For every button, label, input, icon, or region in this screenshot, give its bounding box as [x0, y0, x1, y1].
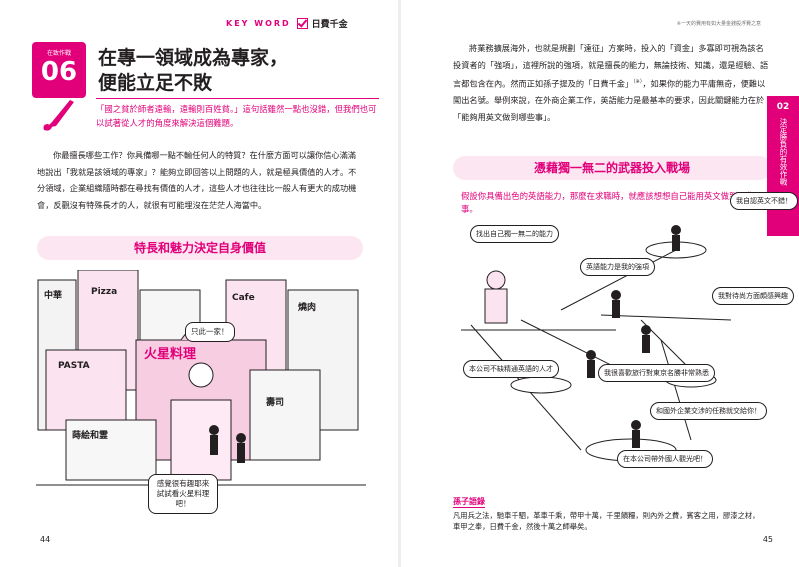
bubble-find-unique-ability: 找出自己獨一無二的能力: [470, 225, 559, 243]
page-number-right: 45: [762, 535, 773, 544]
restaurant-street-illustration: 中華 Pizza Cafe 燒肉 火星料理 PASTA 壽司 蒔絵和霊: [36, 270, 366, 486]
chapter-title-line-1: 在專一領域成為專家，: [98, 47, 289, 69]
bubble-english-strength: 英語能力是我的強項: [580, 258, 655, 276]
footnote-marker: （※）: [633, 78, 643, 85]
sign-mars-cuisine: 火星料理: [144, 346, 196, 362]
bubble-fashion-interest: 我對待尚方面頗感興趣: [712, 287, 794, 305]
left-section-title: 特長和魅力決定自身價值: [37, 236, 363, 260]
bubble-foreign-negotiation: 和國外企業交涉的任務就交給你！: [650, 402, 767, 420]
side-tab-number: 02: [776, 102, 790, 112]
right-body-main: 將業務擴展海外，也就是規劃「遠征」方案時，投入的「資金」多寡即可視為該名投資者的…: [453, 43, 769, 89]
sign-cafe: Cafe: [232, 293, 255, 303]
page-number-left: 44: [40, 535, 51, 544]
bubble-good-english: 我自認英文不錯！: [730, 192, 798, 210]
keyword-text: 日費千金: [311, 20, 348, 30]
bubble-no-need-english: 本公司不缺精通英語的人才: [463, 360, 559, 378]
right-body-tail: ，如果你的能力平庸無奇，便難以闖出名號。舉例來說，在外商企業工作，英語能力是最基…: [453, 78, 766, 123]
chapter-number: 06: [40, 57, 78, 87]
sign-yakiniku: 燒肉: [298, 301, 316, 313]
speech-bubble-try-it: 感覺很有趣耶來試試看火星料理吧！: [148, 474, 218, 514]
chapter-side-tab: 02 決定勝負的有效作戰: [767, 96, 799, 236]
keyword-header: KEY WORD 日費千金: [226, 17, 348, 30]
running-note: ※一天的費用有如大量金錢般浮費之意: [676, 21, 761, 27]
chapter-title-line-2: 便能立足不敗: [98, 72, 213, 94]
sunzi-quote-title: 孫子語錄: [453, 497, 485, 508]
chapter-lead: 「國之貧於師者遠輸，遠輸則百姓貧。」這句話雖然一點也沒錯，但我們也可以試著從人才…: [96, 104, 377, 128]
bubble-tokyo-travel: 我很喜歡旅行對東京名勝非常熟悉: [598, 364, 715, 382]
right-intro: 假設你具備出色的英語能力，那麼在求職時，就應該想想自己能用英文做到哪些事。: [461, 191, 755, 214]
book-gutter: [398, 0, 401, 567]
sign-pizza: Pizza: [91, 287, 117, 297]
sign-japanese-shop: 蒔絵和霊: [72, 429, 108, 441]
chapter-badge-label: 在致作戰: [46, 50, 71, 57]
left-body-text: 你最擅長哪些工作？你具備哪一點不輸任何人的特質？在什麼方面可以讓你信心滿滿地說出…: [37, 150, 357, 211]
speech-bubble-only-one: 只此一家！: [185, 322, 235, 342]
right-section-title: 憑藉獨一無二的武器投入戰場: [453, 156, 771, 180]
checkbox-icon: [296, 18, 308, 29]
keyword-label: KEY WORD: [226, 19, 291, 28]
sign-pasta: PASTA: [58, 361, 90, 371]
title-divider: [96, 98, 379, 99]
sign-sushi: 壽司: [266, 396, 284, 408]
brush-icon: [43, 100, 74, 131]
bubble-guide-tourists: 在本公司帶外國人觀光吧！: [617, 450, 713, 468]
sunzi-quote-box: 孫子語錄 凡用兵之法，馳車千駟，革車千乘，帶甲十萬，千里饋糧，則內外之費，賓客之…: [453, 496, 765, 532]
right-page: ※一天的費用有如大量金錢般浮費之意 將業務擴展海外，也就是規劃「遠征」方案時，投…: [401, 0, 799, 567]
side-tab-text: 決定勝負的有效作戰: [779, 118, 788, 186]
chapter-badge: 在致作戰 06: [32, 42, 86, 98]
sunzi-quote-text: 凡用兵之法，馳車千駟，革車千乘，帶甲十萬，千里饋糧，則內外之費，賓客之用，膠漆之…: [453, 511, 760, 531]
right-body-text: 將業務擴展海外，也就是規劃「遠征」方案時，投入的「資金」多寡即可視為該名投資者的…: [453, 40, 771, 126]
sign-chinese: 中華: [44, 289, 62, 301]
left-page: KEY WORD 日費千金 在致作戰 06 在專一領域成為專家， 便能立足不敗 …: [0, 0, 398, 567]
chapter-title: 在專一領域成為專家， 便能立足不敗: [98, 46, 378, 96]
